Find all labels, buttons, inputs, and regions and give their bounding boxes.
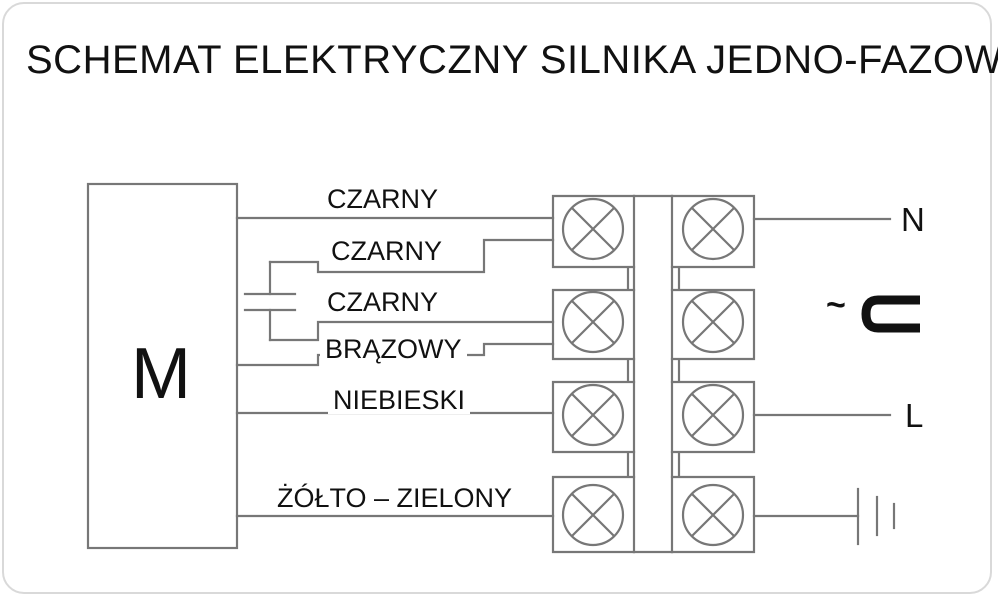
wire-label-niebieski: NIEBIESKI (328, 387, 471, 414)
wire-czarny-3 (268, 320, 555, 342)
crossed-screw-icon-right-3 (681, 383, 745, 447)
wire-label-zolto-zielony: ŻÓŁTO – ZIELONY (272, 485, 518, 512)
terminal-left-outline (551, 194, 636, 554)
crossed-screw-icon-left-1 (561, 197, 625, 261)
wire-label-czarny-3: CZARNY (322, 289, 444, 316)
ac-tilde-icon: ~ (826, 286, 846, 324)
motor-symbol-label: M (131, 334, 191, 414)
crossed-screw-icon-left-4 (561, 483, 625, 547)
crossed-screw-icon-left-2 (561, 290, 625, 354)
ac-supply-symbol: ~ (826, 288, 932, 340)
motor-box (86, 182, 239, 550)
crossed-screw-icon-right-2 (681, 290, 745, 354)
wire-label-czarny-1: CZARNY (322, 186, 444, 213)
c-bracket-icon (861, 295, 920, 333)
page-title: SCHEMAT ELEKTRYCZNY SILNIKA JEDNO-FAZOWE… (26, 38, 998, 82)
earth-ground-symbol (856, 487, 896, 546)
wire-label-czarny-2: CZARNY (326, 238, 448, 265)
wire-label-brazowy: BRĄZOWY (320, 336, 467, 363)
crossed-screw-icon-right-4 (681, 483, 745, 547)
crossed-screw-icon-right-1 (681, 197, 745, 261)
crossed-screw-icon-left-3 (561, 383, 625, 447)
wire-czarny-2 (268, 238, 555, 274)
terminal-label-n: N (901, 201, 925, 238)
terminal-right-outline (670, 194, 756, 554)
terminal-label-l: L (905, 397, 924, 434)
